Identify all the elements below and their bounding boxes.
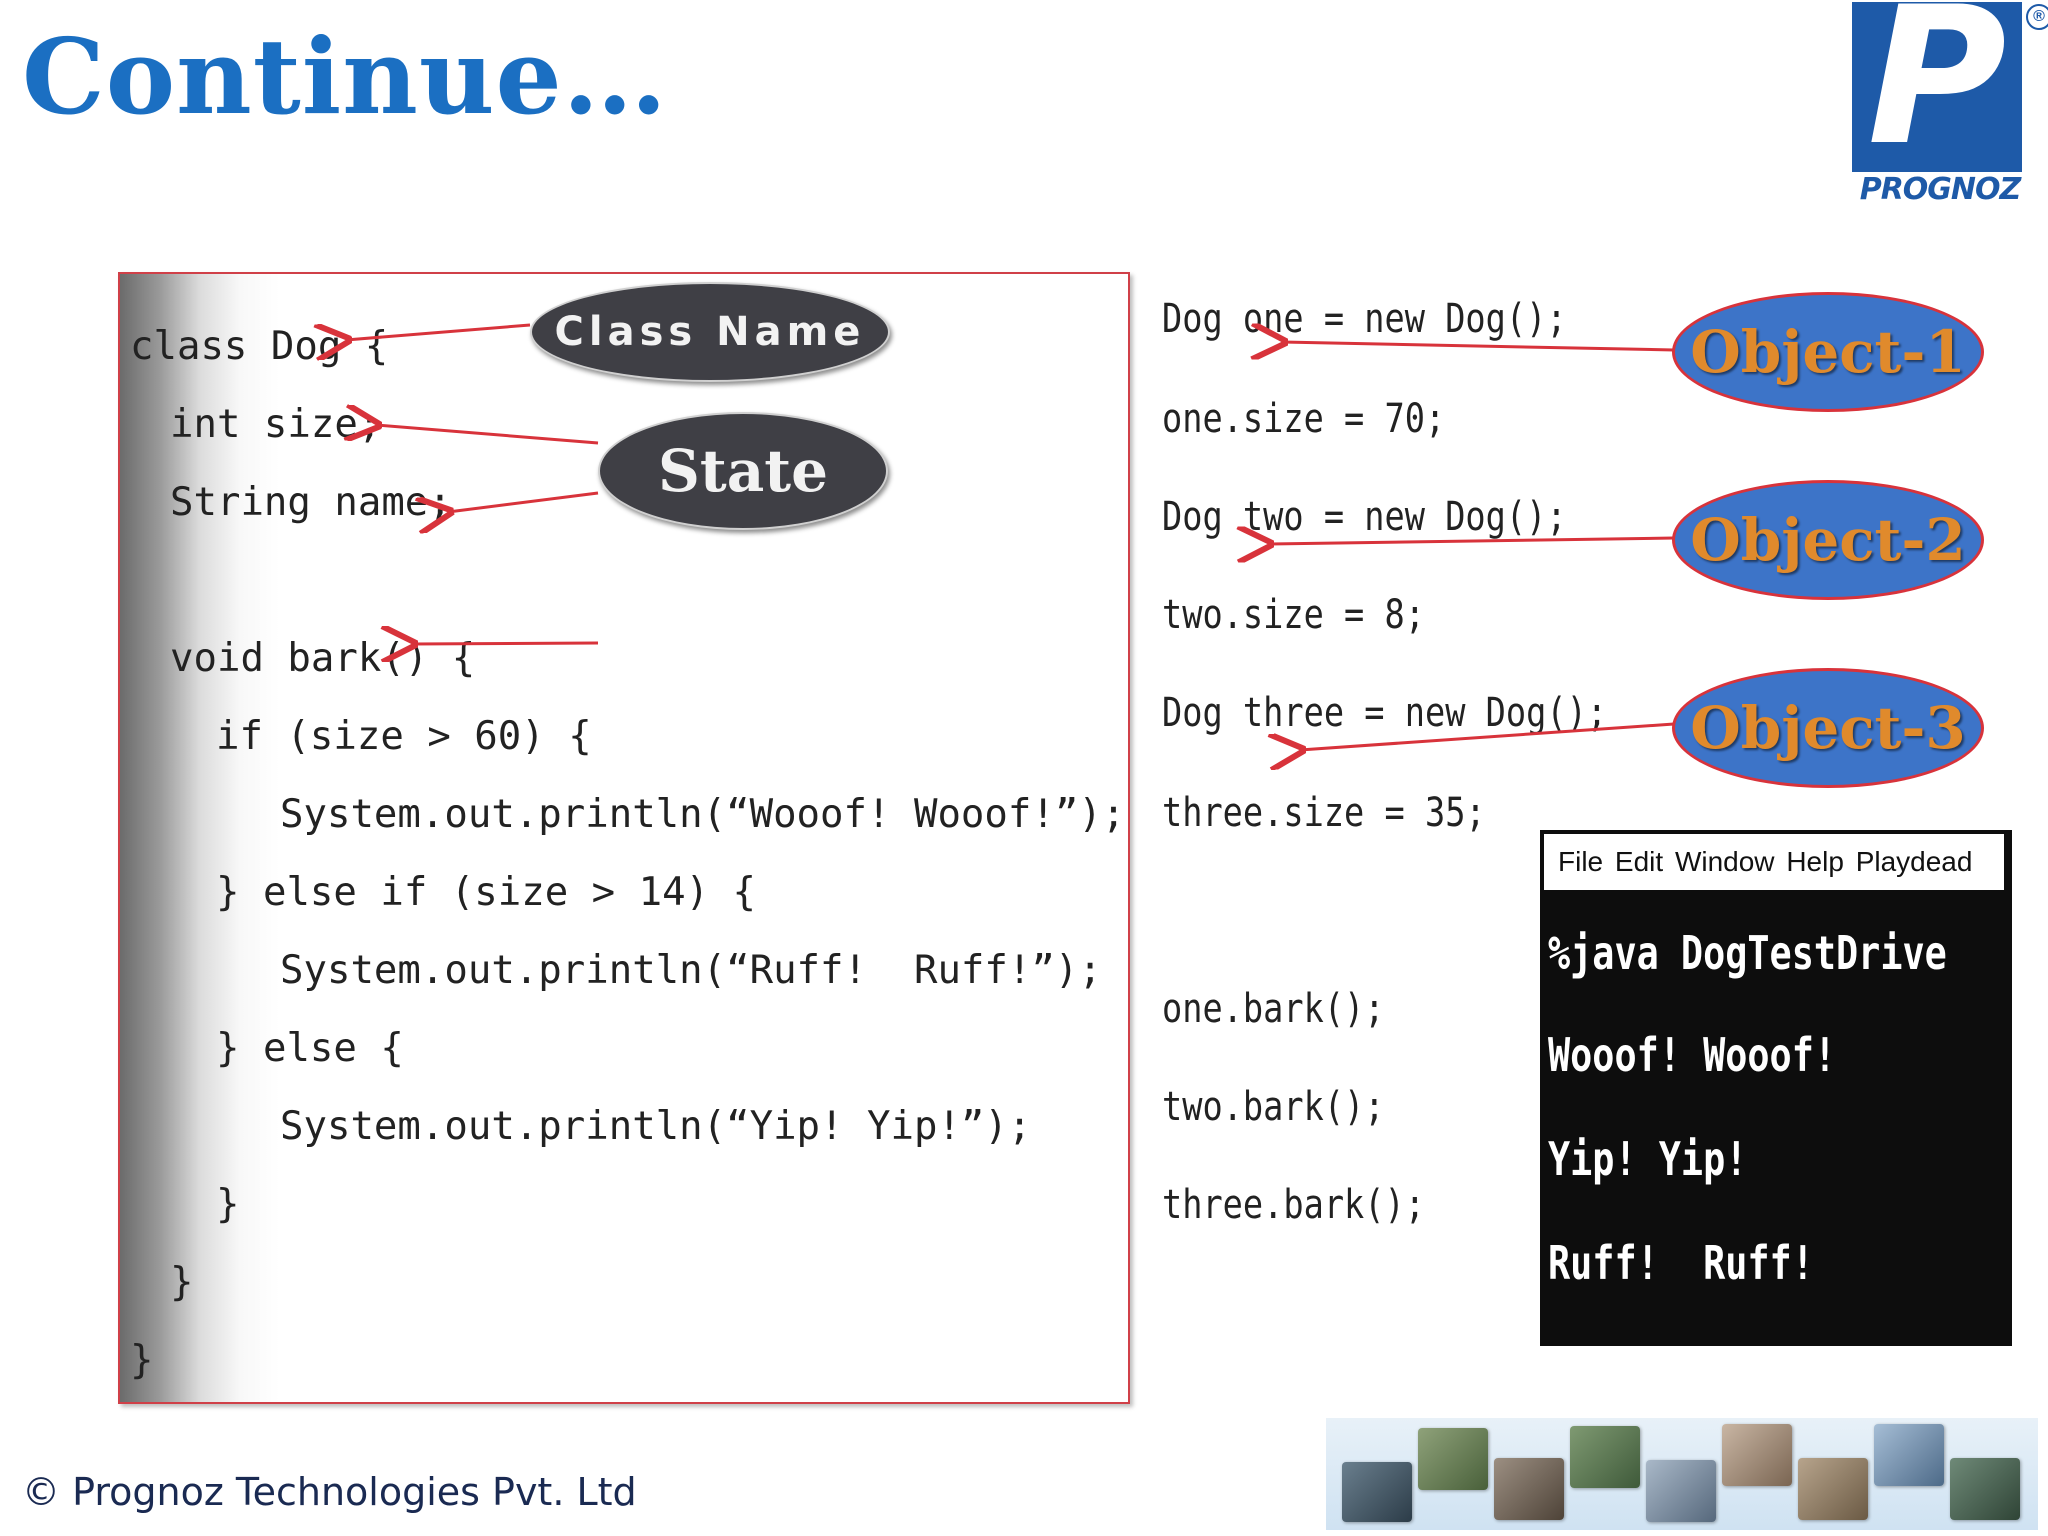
code-statement: Dog three = new Dog();	[1162, 690, 1608, 736]
arrow-int-size	[376, 425, 599, 445]
photo-thumbnail	[1722, 1424, 1792, 1486]
menu-item-help[interactable]: Help	[1786, 846, 1844, 877]
photo-thumbnail	[1494, 1458, 1564, 1520]
code-statement: three.size = 35;	[1162, 790, 1486, 836]
photo-thumbnail	[1950, 1458, 2020, 1520]
logo-text: PROGNOZ	[1859, 172, 2022, 207]
menu-item-playdead[interactable]: Playdead	[1855, 846, 1973, 877]
photo-strip	[1326, 1418, 2038, 1530]
object-2-callout: Object-2	[1672, 480, 1984, 600]
photo-thumbnail	[1570, 1426, 1640, 1488]
code-statement: one.bark();	[1162, 986, 1385, 1032]
code-line: } else {	[216, 1026, 404, 1071]
arrow-object-2	[1268, 538, 1675, 544]
copyright-footer: © Prognoz Technologies Pvt. Ltd	[22, 1470, 637, 1514]
code-statement: two.size = 8;	[1162, 592, 1425, 638]
terminal-output: Yip! Yip!	[1548, 1132, 1748, 1186]
photo-thumbnail	[1798, 1458, 1868, 1520]
arrow-string-name	[448, 491, 599, 512]
photo-thumbnail	[1646, 1460, 1716, 1522]
code-line: } else if (size > 14) {	[216, 870, 757, 915]
terminal-window: File Edit Window Help Playdead %java Dog…	[1540, 830, 2012, 1346]
prognoz-logo: P ® PROGNOZ	[1850, 0, 2048, 215]
terminal-command: %java DogTestDrive	[1548, 926, 1947, 980]
terminal-output: Ruff! Ruff!	[1548, 1236, 1814, 1290]
arrow-class-name	[346, 325, 531, 340]
photo-thumbnail	[1874, 1424, 1944, 1486]
menu-item-file[interactable]: File	[1558, 846, 1604, 877]
object-3-callout: Object-3	[1672, 668, 1984, 788]
logo-letter: P	[1867, 0, 2007, 187]
arrow-bark-method	[412, 643, 599, 644]
arrow-object-1	[1282, 342, 1675, 350]
slide-title: Continue…	[22, 15, 668, 138]
code-statement: three.bark();	[1162, 1182, 1425, 1228]
code-line: System.out.println(“Yip! Yip!”);	[280, 1104, 1032, 1149]
code-statement: one.size = 70;	[1162, 396, 1446, 442]
arrow-object-3	[1300, 722, 1675, 750]
registered-mark: ®	[2026, 4, 2048, 30]
class-name-callout: Class Name	[530, 282, 890, 382]
photo-thumbnail	[1418, 1428, 1488, 1490]
photo-thumbnail	[1342, 1462, 1412, 1522]
terminal-menu-bar: File Edit Window Help Playdead	[1544, 834, 2004, 890]
code-line: System.out.println(“Ruff! Ruff!”);	[280, 948, 1102, 993]
state-callout: State	[598, 412, 888, 530]
terminal-output: Wooof! Wooof!	[1548, 1028, 1837, 1082]
code-line: System.out.println(“Wooof! Wooof!”);	[280, 792, 1126, 837]
object-1-callout: Object-1	[1672, 292, 1984, 412]
menu-item-window[interactable]: Window	[1674, 846, 1775, 877]
code-line: }	[130, 1338, 154, 1383]
menu-item-edit[interactable]: Edit	[1614, 846, 1664, 877]
code-line: }	[170, 1260, 194, 1305]
code-statement: two.bark();	[1162, 1084, 1385, 1130]
logo-box	[1852, 2, 2022, 172]
code-line: }	[216, 1182, 240, 1227]
code-line: if (size > 60) {	[216, 714, 592, 759]
